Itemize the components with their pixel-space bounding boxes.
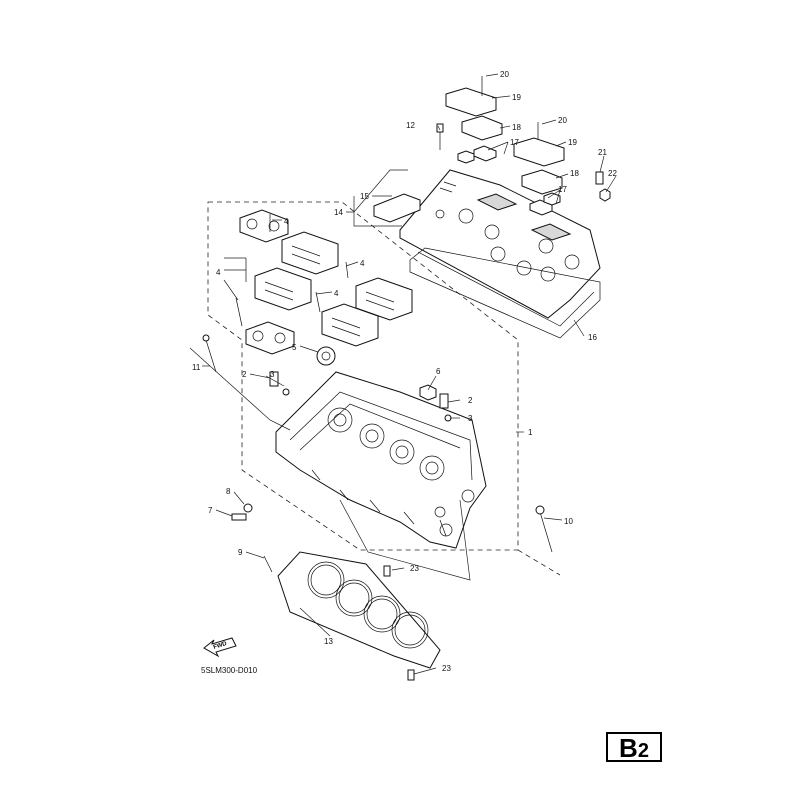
head-gasket	[277, 551, 441, 669]
callout-4: 4	[360, 259, 365, 268]
callout-10: 10	[564, 517, 573, 526]
forward-arrow-label: FWD	[213, 641, 228, 651]
leader-lines	[189, 73, 617, 675]
assembly-boundary-link	[517, 549, 561, 576]
callout-1: 1	[528, 428, 533, 437]
callout-18: 18	[512, 123, 521, 132]
callout-22: 22	[608, 169, 617, 178]
breather-parts-upper	[436, 76, 503, 164]
forward-arrow-icon: FWD	[203, 637, 237, 658]
fittings	[202, 193, 553, 681]
callout-7: 7	[208, 506, 213, 515]
callout-18: 18	[570, 169, 579, 178]
callout-19: 19	[568, 138, 577, 147]
callout-2: 2	[468, 396, 473, 405]
camshaft-cap-group	[235, 209, 413, 355]
callout-2: 2	[242, 370, 247, 379]
callout-15: 15	[360, 192, 369, 201]
callout-11: 11	[192, 363, 201, 372]
callout-16: 16	[588, 333, 597, 342]
callout-20: 20	[500, 70, 509, 79]
callout-4: 4	[334, 289, 339, 298]
callout-20: 20	[558, 116, 567, 125]
callout-numbers: 20 19 12 18 17 20 19 21 22 18 17 15 14 4…	[192, 70, 617, 673]
page-reference-box: B 2	[606, 732, 662, 762]
page-reference-digit: 2	[637, 740, 649, 762]
callout-4: 4	[284, 217, 289, 226]
callout-19: 19	[512, 93, 521, 102]
callout-21: 21	[598, 148, 607, 157]
breather-parts-right	[513, 122, 611, 216]
callout-9: 9	[238, 548, 243, 557]
callout-23: 23	[442, 664, 451, 673]
callout-6: 6	[436, 367, 441, 376]
callout-17: 17	[510, 138, 519, 147]
assembly-boundary-head	[207, 201, 519, 551]
callout-4: 4	[216, 268, 221, 277]
page-reference-letter: B	[619, 733, 638, 763]
callout-3: 3	[270, 370, 275, 379]
cylinder-head	[275, 371, 487, 549]
cylinder-head-cover	[399, 169, 601, 339]
callout-23: 23	[410, 564, 419, 573]
callout-13: 13	[324, 637, 333, 646]
callout-5: 5	[292, 343, 297, 352]
callout-3: 3	[468, 414, 473, 423]
callout-17: 17	[558, 185, 567, 194]
drawing-code: 5SLM300-D010	[201, 666, 258, 675]
callout-14: 14	[334, 208, 343, 217]
callout-12: 12	[406, 121, 415, 130]
callout-8: 8	[226, 487, 231, 496]
